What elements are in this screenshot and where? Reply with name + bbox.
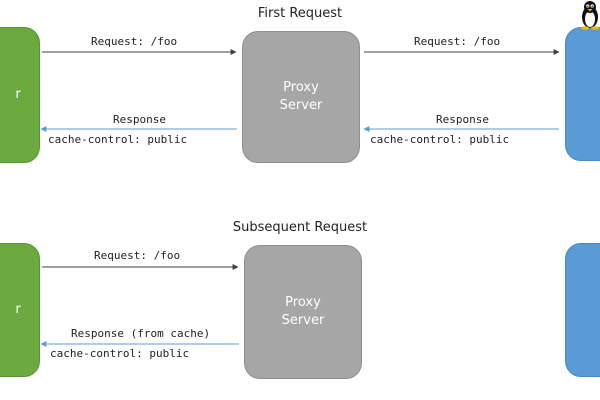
request-label-left-first: Request: /foo xyxy=(91,35,178,48)
cache-control-header-left-second: cache-control: public xyxy=(50,347,190,360)
proxy-server-label: Proxy Server xyxy=(279,80,323,113)
response-label-right-first: Response xyxy=(436,113,489,126)
request-label-left-second: Request: /foo xyxy=(94,249,181,262)
client-box-second: r xyxy=(0,243,40,377)
linux-penguin-icon xyxy=(581,1,599,30)
proxy-server-box-first: Proxy Server xyxy=(242,31,360,163)
cache-control-header-right-first: cache-control: public xyxy=(370,133,510,146)
origin-server-box-first xyxy=(565,27,600,161)
first-request-title: First Request xyxy=(257,6,343,21)
cache-control-header-left-first: cache-control: public xyxy=(48,133,188,146)
response-from-cache-label: Response (from cache) xyxy=(71,327,211,340)
proxy-server-box-second: Proxy Server xyxy=(244,245,362,379)
origin-server-box-second xyxy=(565,243,600,377)
response-label-left-first: Response xyxy=(113,113,166,126)
client-box-first: r xyxy=(0,27,40,163)
client-label: r xyxy=(15,87,21,102)
client-label: r xyxy=(15,302,21,317)
proxy-server-label: Proxy Server xyxy=(281,295,325,328)
request-label-right-first: Request: /foo xyxy=(414,35,501,48)
subsequent-request-title: Subsequent Request xyxy=(232,220,368,235)
